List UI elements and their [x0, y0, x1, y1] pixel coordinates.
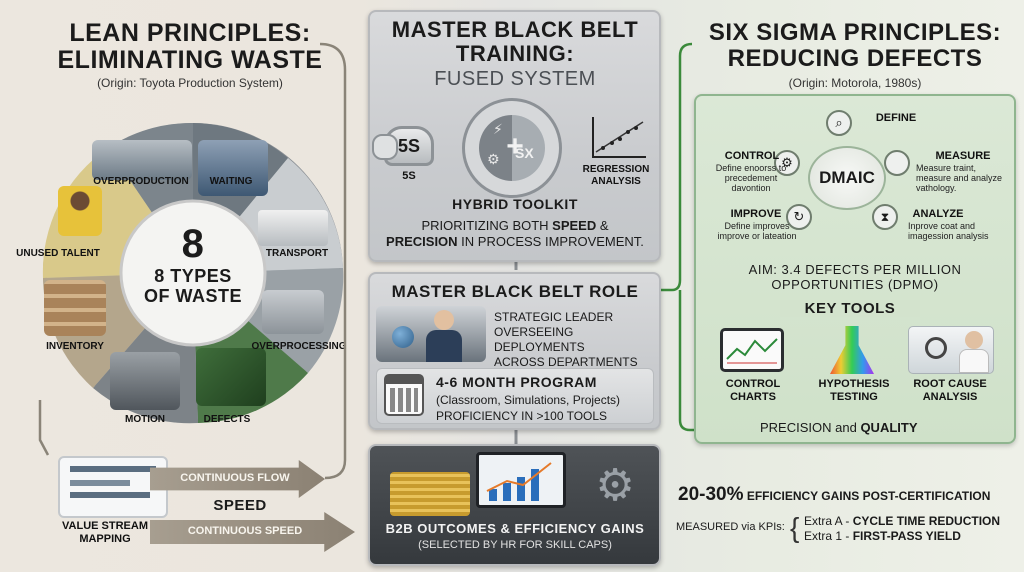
motion-worker-image — [110, 352, 180, 410]
program-tools: PROFICIENCY IN >100 TOOLS — [436, 409, 608, 423]
truck-image — [258, 210, 328, 246]
gear-icon: ⚙ — [487, 151, 500, 167]
waste-defects: DEFECTS — [203, 414, 251, 425]
measure-chart-icon — [884, 150, 910, 176]
tag-5s-small-icon — [372, 134, 398, 160]
waste-center-number: 8 — [181, 222, 205, 266]
waste-motion: MOTION — [125, 414, 165, 425]
waiting-workers-image — [198, 140, 268, 196]
role-description: STRATEGIC LEADER OVERSEEING DEPLOYMENTS … — [494, 310, 638, 369]
b2b-title: B2B OUTCOMES & EFFICIENCY GAINS — [385, 521, 645, 536]
waste-overproduction: OVERPRODUCTION — [93, 176, 189, 187]
gains-percent: 20-30% — [678, 484, 744, 505]
kpi-list: Extra A - CYCLE TIME REDUCTION Extra 1 -… — [804, 514, 1020, 544]
speed-label: SPEED — [213, 497, 267, 514]
prioritizing-text: PRIORITIZING BOTH SPEED & PRECISION IN P… — [386, 218, 644, 249]
waste-center-label: 8 TYPES OF WASTE — [144, 266, 242, 306]
lightning-icon: ⚡ — [493, 121, 503, 137]
b2b-sub: (SELECTED BY HR FOR SKILL CAPS) — [418, 539, 612, 551]
dmaic-center — [808, 146, 886, 210]
waste-unused-talent: UNUSED TALENT — [16, 248, 100, 259]
machine-image — [262, 290, 324, 334]
control-chart-tablet-image — [720, 328, 784, 372]
fused-system-label: FUSED SYSTEM — [434, 68, 596, 90]
lean-title: LEAN PRINCIPLES: ELIMINATING WASTE — [57, 19, 323, 74]
waste-waiting: WAITING — [209, 176, 253, 187]
dmaic-label: DMAIC — [819, 168, 875, 187]
kpi-cycle-time: Extra A - CYCLE TIME REDUCTION — [804, 514, 1001, 528]
magnifier-icon: ⌕ — [826, 110, 852, 136]
key-tools-label: KEY TOOLS — [780, 300, 920, 317]
analyze-desc: Inprove coat and imagession analysis — [908, 221, 989, 241]
precision-quality: PRECISION and QUALITY — [760, 420, 918, 435]
control-label: CONTROL — [724, 150, 780, 162]
role-title: MASTER BLACK BELT ROLE — [391, 282, 639, 301]
continuous-speed-label: CONTINUOUS SPEED — [187, 525, 303, 537]
label-5s: 5S — [402, 170, 416, 182]
tag-5s-text: 5S — [397, 136, 421, 156]
overproduction-line-image — [92, 140, 192, 180]
aim-text: AIM: 3.4 DEFECTS PER MILLION OPPORTUNITI… — [748, 262, 962, 292]
hybrid-toolkit-emblem: + SX ⚙ ⚡ — [462, 98, 562, 198]
calendar-icon — [384, 374, 424, 416]
magnifier-small-icon — [925, 337, 947, 359]
sigma-origin: (Origin: Motorola, 1980s) — [788, 76, 922, 90]
waste-overprocessing: OVERPROCESSING — [251, 341, 347, 352]
root-cause-image — [908, 326, 994, 374]
define-label: DEFINE — [875, 112, 917, 124]
sx-label: SX — [515, 145, 534, 161]
laptop-chart-image — [476, 452, 566, 508]
kpi-brace: { — [790, 512, 800, 543]
program-title: 4-6 MONTH PROGRAM — [436, 374, 597, 390]
measured-kpis-label: MEASURED via KPIs: — [676, 521, 785, 533]
improve-desc: Define improves improve or lateation — [717, 221, 797, 241]
defect-board-image — [196, 348, 266, 406]
tool-hypothesis-testing: HYPOTHESIS TESTING — [818, 378, 890, 403]
hybrid-toolkit-label: HYBRID TOOLKIT — [452, 196, 578, 212]
tool-root-cause: ROOT CAUSE ANALYSIS — [913, 378, 987, 403]
control-chart-icon — [726, 338, 778, 364]
waste-transport: TRANSPORT — [265, 248, 329, 259]
waste-inventory: INVENTORY — [46, 341, 104, 352]
sigma-panel — [694, 94, 1016, 444]
analyze-label: ANALYZE — [912, 208, 964, 220]
hourglass-icon: ⧗ — [872, 204, 898, 230]
regression-chart-icon — [592, 117, 646, 158]
improve-label: IMPROVE — [730, 208, 782, 220]
control-desc: Define enoorss to precedement davontion — [715, 163, 787, 193]
tool-control-charts: CONTROL CHARTS — [725, 378, 781, 403]
vsm-label: VALUE STREAM MAPPING — [62, 520, 148, 545]
growth-chart-icon — [486, 462, 552, 501]
dmaic-cycle: DMAIC ⌕ ⧗ ↻ ⚙ — [774, 110, 910, 236]
measure-desc: Measure traint, measure and analyze vath… — [916, 163, 1003, 193]
coin-stacks-image — [390, 472, 470, 516]
efficiency-gains: 20-30% EFFICIENCY GAINS POST-CERTIFICATI… — [678, 484, 991, 505]
inventory-shelves-image — [44, 280, 106, 336]
unused-talent-person-image — [58, 186, 102, 236]
kpi-first-pass: Extra 1 - FIRST-PASS YIELD — [804, 529, 961, 543]
gears-image: ⚙ — [595, 461, 635, 510]
sigma-title: SIX SIGMA PRINCIPLES: REDUCING DEFECTS — [708, 19, 1002, 72]
value-stream-map-image — [58, 456, 168, 518]
regression-label: REGRESSION ANALYSIS — [582, 164, 650, 187]
measure-label: MEASURE — [935, 150, 991, 162]
improve-cycle-icon: ↻ — [786, 204, 812, 230]
program-sub: (Classroom, Simulations, Projects) — [436, 393, 621, 407]
master-title: MASTER BLACK BELT TRAINING: — [391, 17, 639, 66]
control-gear-icon: ⚙ — [774, 150, 800, 176]
lean-origin: (Origin: Toyota Production System) — [97, 76, 283, 90]
continuous-flow-label: CONTINUOUS FLOW — [180, 472, 290, 484]
team-people-image — [376, 306, 486, 362]
globe-icon — [392, 326, 414, 348]
